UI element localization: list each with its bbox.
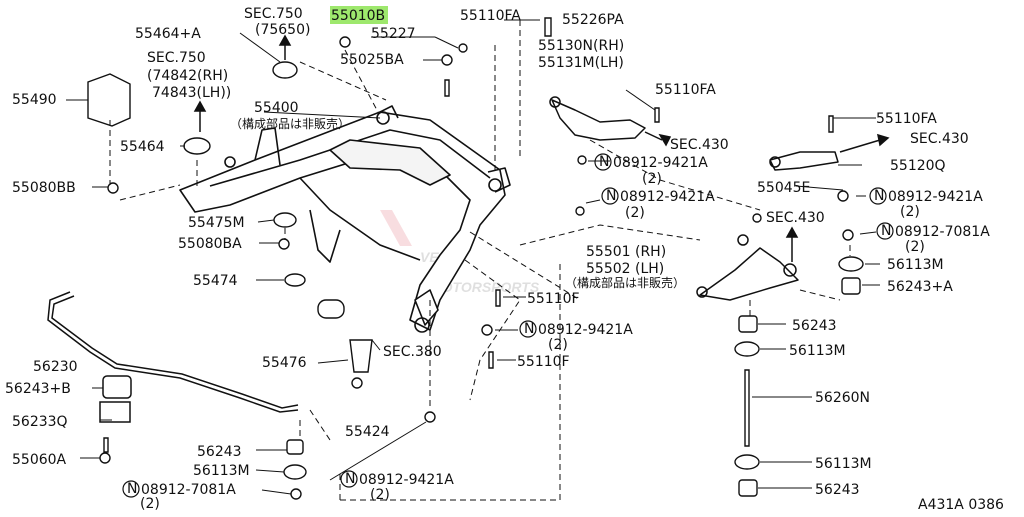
label-55400[interactable]: 55400 xyxy=(254,100,299,116)
label-55502[interactable]: 55502 (LH) xyxy=(586,261,664,277)
label-55474[interactable]: 55474 xyxy=(193,273,238,289)
label-55226pa[interactable]: 55226PA xyxy=(562,12,624,28)
label-55464a[interactable]: 55464+A xyxy=(135,26,201,42)
label-55080bb[interactable]: 55080BB xyxy=(12,180,76,196)
label-55110f-1[interactable]: 55110F xyxy=(527,291,580,307)
label-56243a[interactable]: 56243+A xyxy=(887,279,953,295)
stabilizer-bar-drawing xyxy=(47,291,299,423)
label-sec380[interactable]: SEC.380 xyxy=(383,344,442,360)
label-sec430-c[interactable]: SEC.430 xyxy=(766,210,825,226)
label-55045e[interactable]: 55045E xyxy=(757,180,810,196)
svg-text:N: N xyxy=(524,321,534,337)
svg-text:N: N xyxy=(599,154,609,170)
label-55424[interactable]: 55424 xyxy=(345,424,390,440)
label-56260n[interactable]: 56260N xyxy=(815,390,870,406)
label-55501[interactable]: 55501 (RH) xyxy=(586,244,666,260)
label-55110f-2[interactable]: 55110F xyxy=(517,354,570,370)
label-08912-7081a-1[interactable]: 08912-7081A xyxy=(895,224,990,240)
label-08912-9421a-4[interactable]: 08912-9421A xyxy=(538,322,633,338)
subframe-drawing xyxy=(179,105,511,333)
label-56113m-4[interactable]: 56113M xyxy=(815,456,872,472)
n-circle-icon xyxy=(601,187,619,205)
direction-arrows xyxy=(193,34,890,262)
label-55120q[interactable]: 55120Q xyxy=(890,158,946,174)
label-55475m[interactable]: 55475M xyxy=(188,215,245,231)
label-55110fa-mid[interactable]: 55110FA xyxy=(655,82,716,98)
n-circle-icon xyxy=(519,320,537,338)
part-labels: 55010B SEC.750 (75650) 55464+A SEC.750 (… xyxy=(5,6,1004,513)
label-sec750-a[interactable]: SEC.750 xyxy=(244,6,303,22)
label-08912-9421a-2-qty: (2) xyxy=(900,204,920,220)
label-5550x-note: （構成部品は非販売） xyxy=(565,275,685,290)
label-55080ba[interactable]: 55080BA xyxy=(178,236,242,252)
label-55131m[interactable]: 55131M(LH) xyxy=(538,55,624,71)
label-55227[interactable]: 55227 xyxy=(371,26,416,42)
label-sec750-a-ref: (75650) xyxy=(255,22,310,38)
watermark-sub: MOTORSPORTS xyxy=(430,279,540,295)
label-08912-7081a-1-qty: (2) xyxy=(905,239,925,255)
label-56230[interactable]: 56230 xyxy=(33,359,78,375)
svg-text:N: N xyxy=(874,188,884,204)
label-56113m-3[interactable]: 56113M xyxy=(193,463,250,479)
n-circle-icon xyxy=(869,187,887,205)
label-08912-9421a-3[interactable]: 08912-9421A xyxy=(620,189,715,205)
label-55490[interactable]: 55490 xyxy=(12,92,57,108)
label-55464[interactable]: 55464 xyxy=(120,139,165,155)
label-55130n[interactable]: 55130N(RH) xyxy=(538,38,624,54)
label-56113m-1[interactable]: 56113M xyxy=(887,257,944,273)
label-55025ba[interactable]: 55025BA xyxy=(340,52,404,68)
label-08912-9421a-1[interactable]: 08912-9421A xyxy=(613,155,708,171)
label-55110fa-top[interactable]: 55110FA xyxy=(460,8,521,24)
svg-text:N: N xyxy=(127,481,137,497)
label-sec430-a[interactable]: SEC.430 xyxy=(670,137,729,153)
label-08912-9421a-4-qty: (2) xyxy=(548,337,568,353)
label-56243-2[interactable]: 56243 xyxy=(197,444,242,460)
leader-lines xyxy=(66,19,880,495)
label-56243-3[interactable]: 56243 xyxy=(815,482,860,498)
svg-text:N: N xyxy=(345,471,355,487)
svg-text:N: N xyxy=(881,223,891,239)
label-08912-9421a-5-qty: (2) xyxy=(370,487,390,503)
label-sec750-b-lh: 74843(LH)) xyxy=(152,85,231,101)
label-55010b[interactable]: 55010B xyxy=(331,8,385,24)
label-sec750-b-rh: (74842(RH) xyxy=(147,68,228,84)
label-08912-7081a-2[interactable]: 08912-7081A xyxy=(141,482,236,498)
label-55060a[interactable]: 55060A xyxy=(12,452,67,468)
label-56113m-2[interactable]: 56113M xyxy=(789,343,846,359)
label-55476[interactable]: 55476 xyxy=(262,355,307,371)
n-circle-icon xyxy=(340,470,358,488)
label-08912-9421a-5[interactable]: 08912-9421A xyxy=(359,472,454,488)
highlight-box xyxy=(330,6,388,24)
label-56243-1[interactable]: 56243 xyxy=(792,318,837,334)
label-08912-9421a-3-qty: (2) xyxy=(625,205,645,221)
n-circle-icon xyxy=(122,480,140,498)
n-circle-icon xyxy=(876,222,894,240)
label-sec750-b[interactable]: SEC.750 xyxy=(147,50,206,66)
label-55400-note: （構成部品は非販売） xyxy=(230,116,350,131)
n-circle-icon xyxy=(594,153,612,171)
label-08912-7081a-2-qty: (2) xyxy=(140,496,160,512)
label-56233q[interactable]: 56233Q xyxy=(12,414,68,430)
label-08912-9421a-2[interactable]: 08912-9421A xyxy=(888,189,983,205)
label-55110fa-right[interactable]: 55110FA xyxy=(876,111,937,127)
diagram-reference-code: A431A 0386 xyxy=(918,497,1004,512)
arm-drawings xyxy=(549,96,839,301)
label-08912-9421a-1-qty: (2) xyxy=(642,171,662,187)
label-sec430-b[interactable]: SEC.430 xyxy=(910,131,969,147)
circled-n-markers xyxy=(122,153,894,498)
bushing-parts xyxy=(87,17,864,500)
dashed-lines xyxy=(109,20,851,501)
label-56243b[interactable]: 56243+B xyxy=(5,381,71,397)
svg-text:N: N xyxy=(606,188,616,204)
circled-n-letters: N N N N N N N xyxy=(127,154,891,497)
